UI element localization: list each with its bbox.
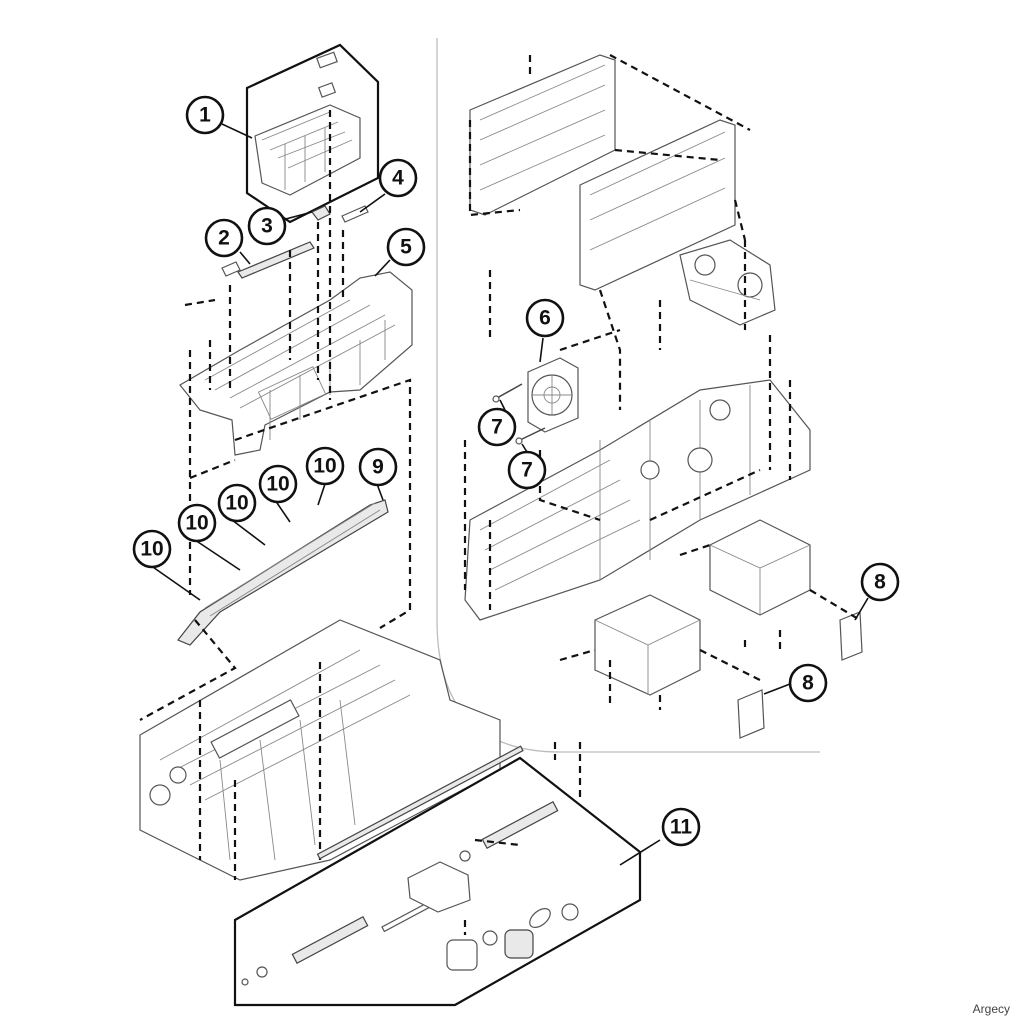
left-dashed-lines xyxy=(139,110,412,880)
svg-text:7: 7 xyxy=(491,416,503,439)
callout-3: 3 xyxy=(247,206,287,246)
gear-bracket-assembly xyxy=(679,239,776,326)
part-7-screws xyxy=(492,383,546,445)
callout-10-b: 10 xyxy=(258,464,298,504)
callout-10-d: 10 xyxy=(177,503,217,543)
svg-text:4: 4 xyxy=(392,167,404,190)
part-6-fan xyxy=(527,357,579,433)
leader-lines xyxy=(149,123,869,866)
callout-9: 9 xyxy=(358,447,398,487)
svg-text:1: 1 xyxy=(199,104,211,127)
part-8-bracket-upper xyxy=(839,611,863,661)
svg-text:6: 6 xyxy=(539,307,551,330)
svg-text:2: 2 xyxy=(218,227,230,250)
svg-text:11: 11 xyxy=(670,816,693,839)
right-dashed-lines xyxy=(463,54,861,710)
part-11-group xyxy=(233,742,642,1007)
upper-side-plate xyxy=(469,54,736,291)
callout-4: 4 xyxy=(378,158,418,198)
callout-8-lower: 8 xyxy=(788,663,828,703)
watermark-text: Argecy xyxy=(972,1002,1010,1016)
svg-text:10: 10 xyxy=(185,512,208,535)
part-3-clip xyxy=(311,205,331,221)
callout-10-c: 10 xyxy=(217,483,257,523)
svg-text:10: 10 xyxy=(140,538,163,561)
callout-7-upper: 7 xyxy=(477,407,517,447)
callout-6: 6 xyxy=(525,298,565,338)
part-8-bracket-lower xyxy=(737,689,765,739)
part-9-rail xyxy=(177,499,389,646)
part-2-strip xyxy=(221,241,315,279)
svg-text:3: 3 xyxy=(261,215,273,238)
callout-8-upper: 8 xyxy=(860,562,900,602)
main-chassis-right xyxy=(464,379,811,621)
motor-box-lower xyxy=(594,594,701,696)
callout-10-e: 10 xyxy=(132,529,172,569)
callout-11: 11 xyxy=(661,807,701,847)
part-1-group xyxy=(245,43,380,224)
svg-text:8: 8 xyxy=(874,571,886,594)
svg-text:10: 10 xyxy=(266,473,289,496)
svg-text:10: 10 xyxy=(225,492,248,515)
motor-box-upper xyxy=(709,519,811,616)
callout-1: 1 xyxy=(185,95,225,135)
callout-10-a: 10 xyxy=(305,446,345,486)
callout-7-lower: 7 xyxy=(507,450,547,490)
svg-text:7: 7 xyxy=(521,459,533,482)
svg-text:9: 9 xyxy=(372,456,384,479)
callout-5: 5 xyxy=(386,227,426,267)
svg-text:10: 10 xyxy=(313,455,336,478)
callout-2: 2 xyxy=(204,218,244,258)
svg-text:5: 5 xyxy=(400,236,412,259)
part-5-cover xyxy=(179,271,413,456)
svg-text:8: 8 xyxy=(802,672,814,695)
